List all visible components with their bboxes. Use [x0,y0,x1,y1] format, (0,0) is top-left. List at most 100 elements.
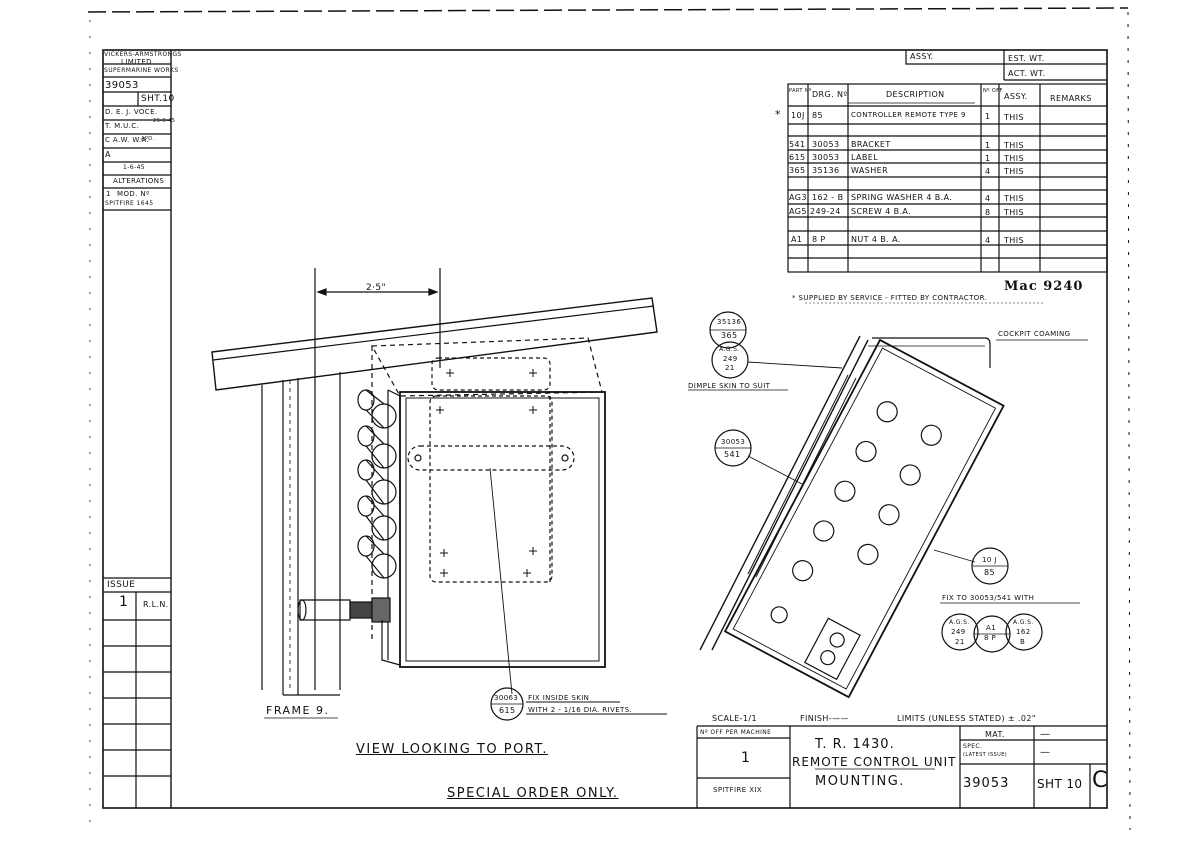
table-row-desc: Washer [851,166,889,175]
title-sheet: SHT 10 [1037,777,1083,791]
issue-initials: R.L.N. [143,600,169,609]
table-row-drg: 249-24 [810,207,841,216]
table-row-off: 1 [985,112,991,121]
table-row-desc: Controller Remote Type 9 [851,111,966,119]
table-row-desc: Label [851,153,879,162]
table-row-off: 8 [985,208,991,217]
table-row-off: 4 [985,194,991,203]
balloon-365: 365 [721,331,738,340]
balloon-ags-top: A.G.S. [719,346,740,353]
mat-value: — [1040,729,1051,740]
alteration-no: 1 [106,190,111,198]
fix-ags-3-top: A.G.S. [1013,619,1034,626]
est-wt-label: Est. Wt. [1008,54,1045,63]
fix-ags-3-mid: 162 [1016,628,1031,636]
spec-value: — [1040,747,1051,758]
fix-ags-1-mid: 249 [951,628,966,636]
table-row-drg: 35136 [812,166,840,175]
table-row-part: A1 [791,235,803,244]
balloon-30053: 30053 [721,438,746,446]
spec-label: Spec. [963,743,983,750]
col-header-off: Nº Off [983,88,1003,94]
works-name: Supermarine Works [104,67,179,74]
traced-by: T. M.U.C. [105,122,140,130]
table-row-assy: This [1004,141,1024,150]
table-row-part: 615 [789,153,806,162]
drawing-title-2: REMOTE CONTROL UNIT [792,755,957,769]
table-row-drg: 30053 [812,140,840,149]
issue-value: 1 [119,594,129,610]
table-row-off: 4 [985,236,991,245]
mac-stamp: Mac 9240 [1004,279,1084,294]
balloon-541: 541 [724,450,741,459]
alteration-text: Mod. Nº [117,190,150,198]
col-header-remarks: Remarks [1050,94,1092,103]
order-caption: SPECIAL ORDER ONLY. [447,786,619,801]
spec-sub: (Latest Issue) [963,752,1008,758]
frame-label: FRAME 9. [266,704,330,717]
table-row-part: AG5 [789,207,807,216]
table-row-desc: Nut 4 B. A. [851,235,901,244]
balloon-ags-mid: 249 [723,355,738,363]
drawn-by: D. E. J. Voce. [105,108,158,116]
table-row-off: 4 [985,167,991,176]
table-row-assy: This [1004,236,1024,245]
star-marker: * [775,108,781,121]
checked-note: APD. [141,136,155,142]
table-row-drg: 162 - B [812,193,844,202]
issue-letter: C [1092,768,1108,793]
alteration-text-2: Spitfire 1645 [105,200,154,207]
balloon-10j: 10 J [982,556,997,564]
callout-line-2: With 2 - 1/16 Dia. Rivets. [528,706,633,714]
view-caption: VIEW LOOKING TO PORT. [356,742,548,757]
table-row-assy: This [1004,208,1024,217]
sidebar-sheet: SHT.10 [141,94,175,104]
balloon-35136: 35136 [717,318,742,326]
issue-label: Issue [107,580,136,590]
table-row-assy: This [1004,167,1024,176]
title-drawing-no: 39053 [963,776,1010,791]
table-row-drg: 85 [812,111,823,120]
fix-a1-top: A1 [986,624,997,632]
act-wt-label: Act. Wt. [1008,69,1046,78]
traced-date: 26-6-45 [153,118,176,124]
table-row-drg: 8 P [812,235,826,244]
table-row-off: 1 [985,154,991,163]
table-row-assy: This [1004,154,1024,163]
checked-by: C A.W. W.A. [105,136,150,144]
table-row-assy: This [1004,113,1024,122]
coaming-label: Cockpit Coaming [998,330,1071,338]
col-header-part: Part Nº [789,88,812,94]
fix-ags-1-top: A.G.S. [949,619,970,626]
callout-line-1: Fix Inside Skin [528,694,590,702]
balloon-bottom: 615 [499,706,516,715]
dimple-label: Dimple Skin To Suit [688,382,771,390]
table-row-desc: Screw 4 B.A. [851,207,912,216]
company-name: Vickers-Armstrongs [104,51,182,58]
table-row-part: 10J [791,111,805,120]
limits-label: Limits (Unless Stated) ± .02" [897,714,1036,723]
drawing-title-1: T. R. 1430. [815,737,895,752]
balloon-top: 30063 [494,694,519,702]
drawing-title-3: MOUNTING. [815,774,905,789]
fix-label: Fix To 30053/541 With [942,594,1035,602]
table-row-desc: Bracket [851,140,891,149]
scale-label: Scale-1/1 [712,714,758,723]
date: 1-6-45 [123,164,145,171]
mat-label: Mat. [985,730,1005,739]
table-row-part: 365 [789,166,806,175]
alterations-label: Alterations [113,177,165,185]
table-row-drg: 30053 [812,153,840,162]
off-per-machine-label: Nº Off Per Machine [700,729,772,736]
table-row-part: 541 [789,140,806,149]
fix-ags-1-bot: 21 [955,638,965,646]
approved: A [105,150,111,159]
col-header-drg: Drg. Nº [812,90,848,99]
supplied-footnote: * Supplied by Service - Fitted by Contra… [792,294,988,302]
balloon-ags-bot: 21 [725,364,735,372]
off-per-machine-value: 1 [741,750,751,766]
table-row-off: 1 [985,141,991,150]
aircraft-label: Spitfire XIX [713,786,763,794]
dimension-label: 2·5" [366,283,387,293]
